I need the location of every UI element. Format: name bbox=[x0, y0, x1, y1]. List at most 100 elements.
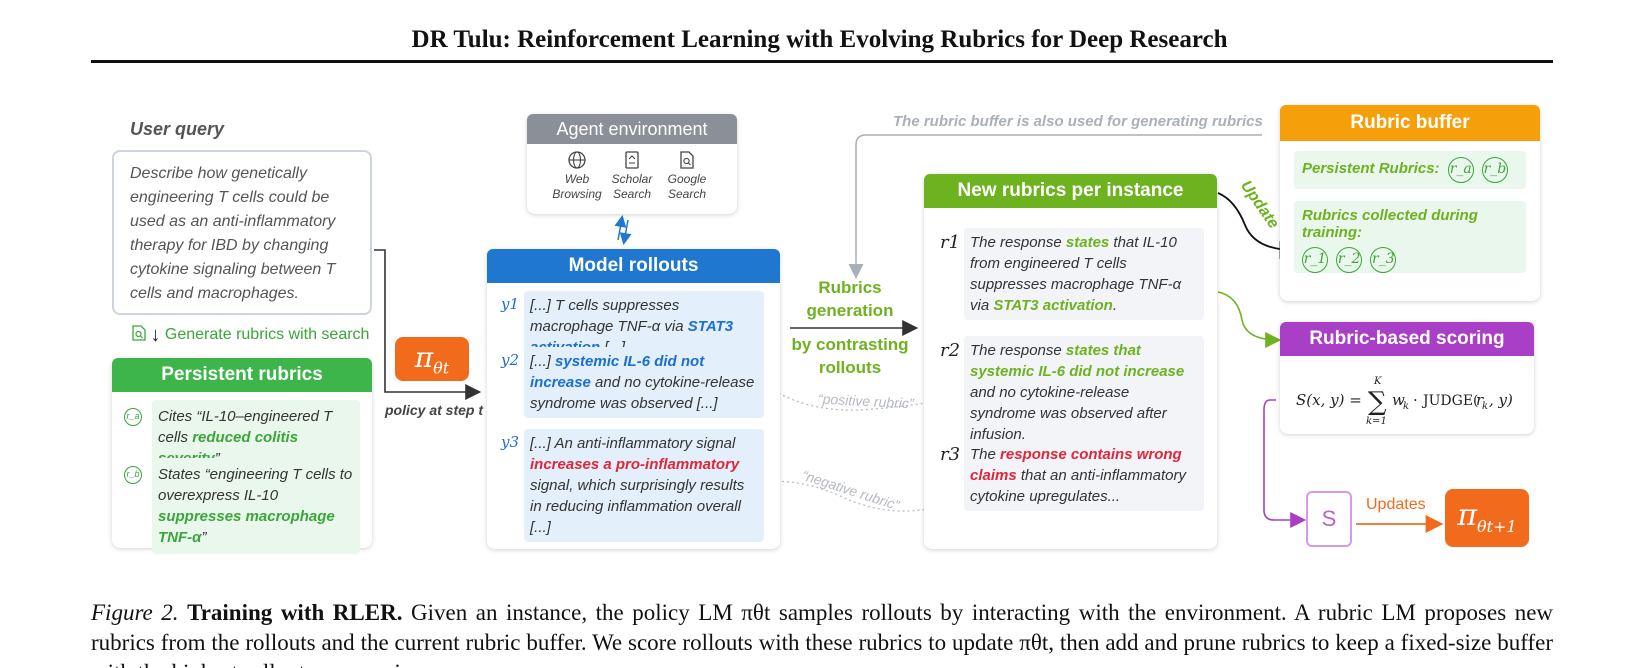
rubric-text: The response bbox=[970, 342, 1066, 359]
tool-web-browsing: Web Browsing bbox=[547, 150, 607, 202]
buffer-collected-row: Rubrics collected during training: r_1 r… bbox=[1294, 201, 1526, 273]
svg-text:·: · bbox=[1413, 391, 1418, 409]
updates-label: Updates bbox=[1366, 496, 1426, 513]
svg-text:w: w bbox=[1392, 391, 1405, 409]
tool-google-search: Google Search bbox=[657, 150, 717, 202]
rubric-highlight: states that systemic IL-6 did not increa… bbox=[970, 342, 1185, 380]
caption-text: Given an instance, the policy LM πθt sam… bbox=[91, 600, 1554, 668]
svg-text:S(x, y) =: S(x, y) = bbox=[1296, 391, 1362, 409]
svg-text:k: k bbox=[1482, 401, 1488, 412]
caption-heading: Training with RLER. bbox=[187, 600, 403, 625]
agent-rollout-arrow-down bbox=[619, 219, 632, 245]
rubrics-generation-label: Rubrics generation bbox=[780, 276, 920, 322]
rubric-highlight: states bbox=[1065, 234, 1110, 251]
rollout-item: [...] An anti-inflammatory signal increa… bbox=[524, 429, 764, 542]
rubric-highlight: STAT3 activation bbox=[993, 297, 1113, 314]
svg-text:k: k bbox=[1403, 401, 1409, 412]
generate-rubrics-label: ↓ Generate rubrics with search bbox=[132, 324, 369, 347]
new-rubric-label: r1 bbox=[940, 232, 961, 253]
svg-text:k=1: k=1 bbox=[1366, 416, 1387, 427]
rollout-text-end: signal, which surprisingly results in re… bbox=[530, 477, 745, 536]
positive-rubric-label: “positive rubric” bbox=[817, 390, 915, 412]
tool-label: Browsing bbox=[552, 187, 602, 201]
user-query-line: used as an anti-inflammatory bbox=[130, 213, 336, 230]
rubric-text: The bbox=[970, 446, 1001, 463]
user-query-line: Describe how genetically bbox=[130, 165, 307, 182]
label-line: Rubrics bbox=[818, 278, 882, 297]
rubric-text: and no cytokine-release syndrome was obs… bbox=[970, 384, 1167, 443]
svg-text:, y): , y) bbox=[1489, 391, 1513, 409]
rubric-text: The response bbox=[970, 234, 1066, 251]
rubric-buffer-card: Rubric buffer Persistent Rubrics: r_a r_… bbox=[1280, 105, 1540, 301]
rubric-highlight: suppresses macrophage TNF-α bbox=[158, 508, 335, 546]
label-line: by contrasting bbox=[791, 335, 909, 354]
label-line: rollouts bbox=[818, 358, 882, 377]
rubric-b-icon: r_b bbox=[1481, 157, 1508, 183]
persistent-rubrics-title: Persistent rubrics bbox=[112, 358, 372, 392]
title-rule bbox=[91, 60, 1553, 63]
rubric-1-icon: r_1 bbox=[1302, 247, 1328, 273]
persistent-rubric-item: States “engineering T cells to overexpre… bbox=[152, 458, 360, 554]
rubric-text: that an anti-inflammatory cytokine upreg… bbox=[970, 467, 1186, 505]
google-search-icon bbox=[680, 151, 694, 169]
rollout-text-end: and no cytokine-release syndrome was obs… bbox=[530, 374, 755, 412]
model-rollouts-card: Model rollouts y1 [...] T cells suppress… bbox=[487, 249, 780, 549]
paper-title: DR Tulu: Reinforcement Learning with Evo… bbox=[411, 26, 1228, 53]
policy-box: πθt bbox=[395, 337, 469, 381]
contrasting-rollouts-label: by contrasting rollouts bbox=[780, 333, 920, 379]
rubric-2-icon: r_2 bbox=[1336, 247, 1363, 273]
rollout-label: y3 bbox=[501, 433, 520, 451]
buffer-collected-label: Rubrics collected during training: bbox=[1302, 207, 1478, 241]
persistent-rubrics-card: Persistent rubrics r_a Cites “IL-10–engi… bbox=[112, 358, 372, 554]
rubric-scoring-title: Rubric-based scoring bbox=[1280, 322, 1534, 356]
pi-symbol: π bbox=[1457, 498, 1478, 533]
rubric-text-end: ” bbox=[201, 529, 207, 546]
new-rubrics-card: New rubrics per instance r1 The response… bbox=[924, 174, 1217, 549]
pi-subscript: θt+1 bbox=[1477, 517, 1517, 536]
label-line: generation bbox=[806, 301, 894, 320]
new-rubric-item: The response states that IL-10 from engi… bbox=[964, 228, 1204, 320]
rubric-buffer-title: Rubric buffer bbox=[1280, 105, 1540, 141]
rubric-scoring-card: Rubric-based scoring S(x, y) = K ∑ k=1 w… bbox=[1280, 322, 1534, 434]
new-rubric-label: r2 bbox=[940, 340, 961, 361]
tool-label: Search bbox=[612, 187, 652, 201]
tool-label: Web bbox=[564, 172, 590, 186]
buffer-note: The rubric buffer is also used for gener… bbox=[893, 113, 1263, 130]
user-query-box: Describe how genetically engineering T c… bbox=[112, 150, 372, 315]
tool-scholar-search: Scholar Search bbox=[602, 150, 662, 202]
score-box: S bbox=[1306, 491, 1352, 547]
buffer-persistent-row: Persistent Rubrics: r_a r_b bbox=[1294, 151, 1526, 189]
tool-label: Scholar bbox=[611, 172, 653, 186]
buffer-persistent-label: Persistent Rubrics: bbox=[1302, 160, 1440, 177]
tool-label: Search bbox=[667, 187, 707, 201]
svg-text:K: K bbox=[1373, 376, 1382, 387]
agent-environment-card: Agent environment Web Browsing Scholar S… bbox=[527, 114, 737, 214]
scholar-icon bbox=[625, 151, 639, 169]
rollout-highlight: systemic IL-6 did not increase bbox=[530, 353, 705, 391]
rubric-a-icon: r_a bbox=[1447, 157, 1474, 183]
user-query-line: therapy for IBD by changing bbox=[130, 237, 329, 254]
rollout-label: y2 bbox=[501, 351, 520, 369]
new-rubrics-title: New rubrics per instance bbox=[924, 174, 1217, 208]
new-rubric-item: The response states that systemic IL-6 d… bbox=[964, 336, 1204, 449]
rubric-text-end: . bbox=[1112, 297, 1117, 314]
rubric-highlight: response contains wrong claims bbox=[970, 446, 1182, 484]
svg-text:r: r bbox=[1476, 391, 1484, 409]
user-query-label: User query bbox=[130, 119, 225, 139]
rollout-item: [...] systemic IL-6 did not increase and… bbox=[524, 347, 764, 418]
down-arrow-icon: ↓ bbox=[150, 324, 161, 346]
scoring-formula: S(x, y) = K ∑ k=1 w k · JUDGE( r k , y) bbox=[1296, 376, 1513, 427]
search-doc-icon bbox=[132, 325, 146, 341]
rollout-text: [...] An anti-inflammatory signal bbox=[530, 435, 736, 452]
rubric-a-icon: r_a bbox=[124, 408, 142, 426]
rubric-text: that IL-10 from engineered T cells suppr… bbox=[970, 234, 1182, 314]
update-label: Update bbox=[1237, 177, 1283, 232]
user-query-line: cells and macrophages. bbox=[130, 285, 299, 302]
svg-text:∑: ∑ bbox=[1368, 387, 1387, 417]
model-rollouts-title: Model rollouts bbox=[487, 249, 780, 283]
user-query-line: cytokine signaling between T bbox=[130, 261, 336, 278]
updated-policy-box: πθt+1 bbox=[1445, 489, 1529, 547]
rubric-b-icon: r_b bbox=[124, 466, 142, 484]
agent-rollout-arrow-up bbox=[614, 215, 627, 241]
tool-label: Google bbox=[667, 172, 707, 186]
